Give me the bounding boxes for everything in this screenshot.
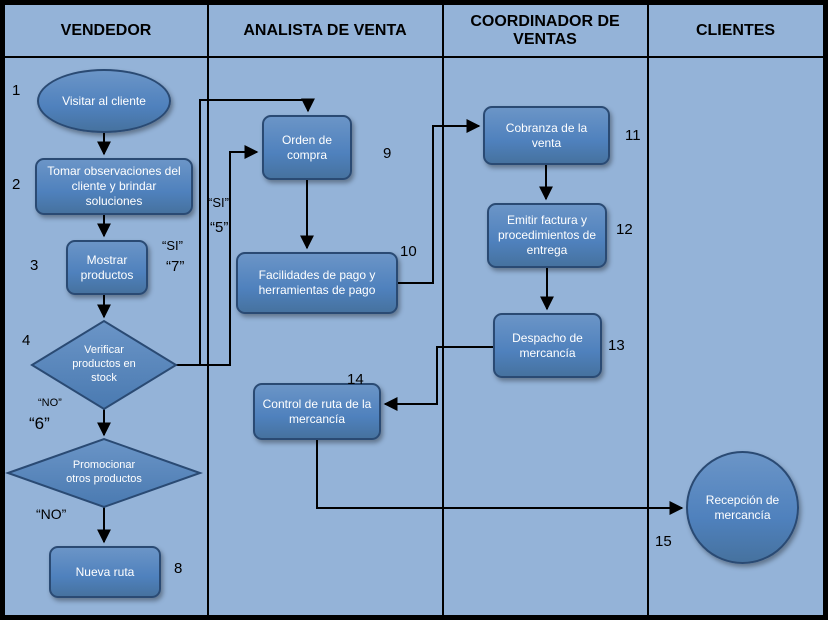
- branch-label-7: “7”: [166, 258, 185, 275]
- branch-label-si-7: “SI”: [162, 238, 183, 253]
- arrow-control-to-recepcion: [316, 440, 684, 515]
- decision-label-verificar: Verificar productos en stock: [72, 344, 136, 384]
- branch-label-6: “6”: [29, 414, 50, 433]
- step-number-1: 1: [12, 82, 21, 99]
- step-number-4: 4: [22, 332, 31, 349]
- step-number-8: 8: [174, 560, 183, 577]
- node-label: Orden de compra: [281, 132, 333, 162]
- node-label: Mostrar productos: [80, 252, 134, 282]
- step-number-9: 9: [383, 145, 392, 162]
- arrow-verificar-to-orden-top: [176, 98, 315, 366]
- arrow-despacho-to-control: [383, 346, 493, 411]
- node-despacho-mercancia: Despacho de mercancía: [493, 313, 602, 378]
- decision-label-promocionar: Promocionar otros productos: [66, 459, 142, 485]
- lane-title-clientes: CLIENTES: [695, 21, 776, 39]
- step-number-3: 3: [30, 257, 39, 274]
- node-orden-de-compra: Orden de compra: [262, 115, 352, 180]
- node-facilidades-de-pago: Facilidades de pago y herramientas de pa…: [236, 252, 398, 314]
- step-number-11: 11: [625, 127, 641, 144]
- lane-title-analista: ANALISTA DE VENTA: [243, 21, 407, 39]
- step-number-2: 2: [12, 176, 21, 193]
- lane-title-coordinador: COORDINADOR DE VENTAS: [470, 12, 620, 48]
- lane-divider-2: [442, 0, 444, 620]
- step-number-10: 10: [400, 243, 417, 260]
- lane-title-vendedor: VENDEDOR: [60, 21, 152, 39]
- node-visitar-cliente: Visitar al cliente: [37, 69, 171, 133]
- branch-label-5: “5”: [210, 219, 229, 236]
- arrow-verificar-to-orden-left: [200, 145, 259, 366]
- decision-verificar-stock: [30, 319, 178, 411]
- node-mostrar-productos: Mostrar productos: [66, 240, 148, 295]
- lane-divider-1: [207, 0, 209, 620]
- node-cobranza-venta: Cobranza de la venta: [483, 106, 610, 165]
- step-number-13: 13: [608, 337, 625, 354]
- branch-label-si-5: “SI”: [208, 195, 229, 210]
- node-recepcion-mercancia: Recepción de mercancía: [686, 451, 799, 564]
- lane-divider-3: [647, 0, 649, 620]
- step-number-14: 14: [347, 371, 364, 388]
- header-divider: [0, 56, 828, 58]
- branch-label-no-8: “NO”: [36, 506, 67, 522]
- node-control-de-ruta: Control de ruta de la mercancía: [253, 383, 381, 440]
- node-label: Recepción de mercancía: [705, 492, 780, 522]
- node-label: Control de ruta de la mercancía: [262, 396, 372, 426]
- branch-label-no-6: “NO”: [38, 397, 62, 409]
- node-label: Despacho de mercancía: [512, 330, 583, 360]
- decision-promocionar-productos: [5, 437, 203, 509]
- node-nueva-ruta: Nueva ruta: [49, 546, 161, 598]
- step-number-12: 12: [616, 221, 633, 238]
- node-label: Tomar observaciones del cliente y brinda…: [47, 164, 181, 208]
- node-label: Nueva ruta: [75, 564, 135, 579]
- arrow-facilidades-to-cobranza: [398, 119, 481, 284]
- node-tomar-observaciones: Tomar observaciones del cliente y brinda…: [35, 158, 193, 215]
- node-label: Emitir factura y procedimientos de entre…: [497, 213, 597, 257]
- node-label: Facilidades de pago y herramientas de pa…: [258, 268, 376, 297]
- step-number-15: 15: [655, 533, 672, 550]
- node-label: Cobranza de la venta: [505, 120, 588, 150]
- node-label: Visitar al cliente: [62, 93, 146, 108]
- node-emitir-factura: Emitir factura y procedimientos de entre…: [487, 203, 607, 268]
